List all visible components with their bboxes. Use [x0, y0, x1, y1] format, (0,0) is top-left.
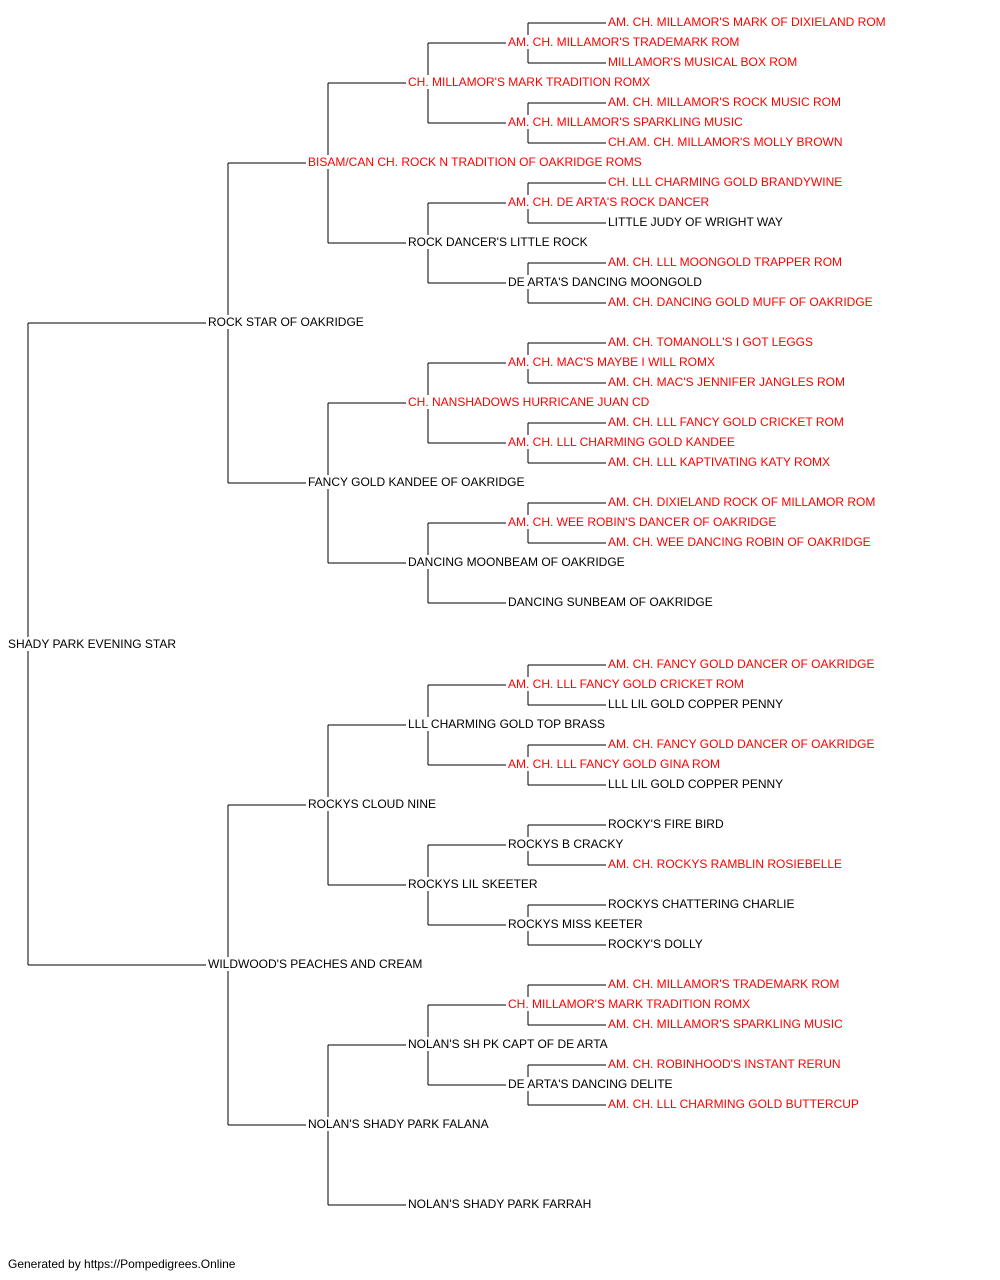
- ancestor-name-gen-5: MILLAMOR'S MUSICAL BOX ROM: [608, 55, 800, 69]
- ancestor-name-gen-5: AM. CH. ROCKYS RAMBLIN ROSIEBELLE: [608, 857, 845, 871]
- ancestor-name-gen-4: ROCKYS MISS KEETER: [508, 917, 645, 931]
- ancestor-name-gen-4: AM. CH. MILLAMOR'S SPARKLING MUSIC: [508, 115, 745, 129]
- ancestor-name-gen-5: AM. CH. MILLAMOR'S ROCK MUSIC ROM: [608, 95, 843, 109]
- ancestor-name-gen-5: AM. CH. LLL KAPTIVATING KATY ROMX: [608, 455, 833, 469]
- ancestor-name-gen-5: AM. CH. LLL CHARMING GOLD BUTTERCUP: [608, 1097, 861, 1111]
- ancestor-name-gen-3: LLL CHARMING GOLD TOP BRASS: [408, 717, 607, 731]
- ancestor-name-gen-4: AM. CH. WEE ROBIN'S DANCER OF OAKRIDGE: [508, 515, 779, 529]
- ancestor-name-gen-5: AM. CH. MILLAMOR'S SPARKLING MUSIC: [608, 1017, 845, 1031]
- ancestor-name-gen-5: ROCKY'S FIRE BIRD: [608, 817, 726, 831]
- ancestor-name-gen-5: ROCKY'S DOLLY: [608, 937, 705, 951]
- ancestor-name-gen-5: AM. CH. MAC'S JENNIFER JANGLES ROM: [608, 375, 847, 389]
- ancestor-name-gen-3: NOLAN'S SH PK CAPT OF DE ARTA: [408, 1037, 610, 1051]
- ancestor-name-gen-4: AM. CH. LLL FANCY GOLD GINA ROM: [508, 757, 723, 771]
- ancestor-name-gen-3: ROCK DANCER'S LITTLE ROCK: [408, 235, 590, 249]
- ancestor-name-gen-5: AM. CH. MILLAMOR'S MARK OF DIXIELAND ROM: [608, 15, 888, 29]
- ancestor-name-gen-5: AM. CH. FANCY GOLD DANCER OF OAKRIDGE: [608, 737, 877, 751]
- ancestor-name-gen-5: AM. CH. DIXIELAND ROCK OF MILLAMOR ROM: [608, 495, 878, 509]
- ancestor-name-gen-4: DANCING SUNBEAM OF OAKRIDGE: [508, 595, 715, 609]
- ancestor-name-gen-5: AM. CH. WEE DANCING ROBIN OF OAKRIDGE: [608, 535, 873, 549]
- ancestor-name-gen-4: AM. CH. MAC'S MAYBE I WILL ROMX: [508, 355, 717, 369]
- ancestor-name-gen-5: AM. CH. ROBINHOOD'S INSTANT RERUN: [608, 1057, 843, 1071]
- ancestor-name-gen-3: ROCKYS LIL SKEETER: [408, 877, 540, 891]
- ancestor-name-gen-3: NOLAN'S SHADY PARK FARRAH: [408, 1197, 594, 1211]
- ancestor-name-gen-1: ROCK STAR OF OAKRIDGE: [208, 315, 366, 329]
- ancestor-name-gen-3: CH. MILLAMOR'S MARK TRADITION ROMX: [408, 75, 653, 89]
- ancestor-name-gen-3: DANCING MOONBEAM OF OAKRIDGE: [408, 555, 627, 569]
- ancestor-name-gen-4: AM. CH. LLL CHARMING GOLD KANDEE: [508, 435, 737, 449]
- ancestor-name-gen-4: AM. CH. LLL FANCY GOLD CRICKET ROM: [508, 677, 746, 691]
- ancestor-name-gen-5: AM. CH. FANCY GOLD DANCER OF OAKRIDGE: [608, 657, 877, 671]
- ancestor-name-gen-4: ROCKYS B CRACKY: [508, 837, 626, 851]
- ancestor-name-gen-5: LLL LIL GOLD COPPER PENNY: [608, 777, 786, 791]
- ancestor-name-gen-5: AM. CH. TOMANOLL'S I GOT LEGGS: [608, 335, 816, 349]
- ancestor-name-gen-3: CH. NANSHADOWS HURRICANE JUAN CD: [408, 395, 652, 409]
- ancestor-name-gen-4: DE ARTA'S DANCING MOONGOLD: [508, 275, 704, 289]
- ancestor-name-gen-1: WILDWOOD'S PEACHES AND CREAM: [208, 957, 425, 971]
- ancestor-name-gen-5: LLL LIL GOLD COPPER PENNY: [608, 697, 786, 711]
- ancestor-name-gen-5: AM. CH. LLL MOONGOLD TRAPPER ROM: [608, 255, 845, 269]
- ancestor-name-gen-2: FANCY GOLD KANDEE OF OAKRIDGE: [308, 475, 527, 489]
- ancestor-name-gen-4: AM. CH. DE ARTA'S ROCK DANCER: [508, 195, 712, 209]
- ancestor-name-gen-4: AM. CH. MILLAMOR'S TRADEMARK ROM: [508, 35, 742, 49]
- ancestor-name-gen-5: CH. LLL CHARMING GOLD BRANDYWINE: [608, 175, 845, 189]
- ancestor-name-gen-4: CH. MILLAMOR'S MARK TRADITION ROMX: [508, 997, 753, 1011]
- ancestor-name-gen-5: LITTLE JUDY OF WRIGHT WAY: [608, 215, 785, 229]
- ancestor-name-gen-2: NOLAN'S SHADY PARK FALANA: [308, 1117, 491, 1131]
- subject-dog-name: SHADY PARK EVENING STAR: [8, 637, 179, 651]
- ancestor-name-gen-5: CH.AM. CH. MILLAMOR'S MOLLY BROWN: [608, 135, 845, 149]
- generated-by-footer: Generated by https://Pompedigrees.Online: [8, 1257, 236, 1271]
- ancestor-name-gen-5: ROCKYS CHATTERING CHARLIE: [608, 897, 797, 911]
- ancestor-name-gen-5: AM. CH. DANCING GOLD MUFF OF OAKRIDGE: [608, 295, 875, 309]
- ancestor-name-gen-4: DE ARTA'S DANCING DELITE: [508, 1077, 675, 1091]
- ancestor-name-gen-2: ROCKYS CLOUD NINE: [308, 797, 439, 811]
- ancestor-name-gen-2: BISAM/CAN CH. ROCK N TRADITION OF OAKRID…: [308, 155, 644, 169]
- ancestor-name-gen-5: AM. CH. MILLAMOR'S TRADEMARK ROM: [608, 977, 842, 991]
- ancestor-name-gen-5: AM. CH. LLL FANCY GOLD CRICKET ROM: [608, 415, 846, 429]
